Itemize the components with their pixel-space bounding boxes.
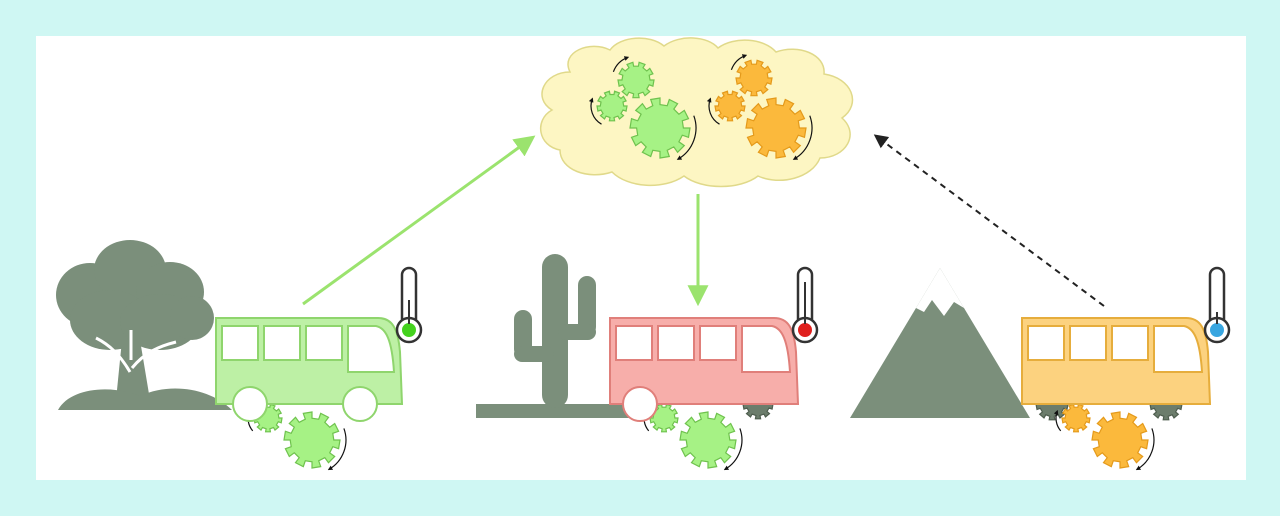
thermometer-green-icon <box>395 266 423 344</box>
bus-green <box>215 317 404 422</box>
mountain-bus-rotation-arrow-2 <box>1053 409 1062 432</box>
thermometer-red-icon <box>791 266 819 344</box>
cloud-green-rotation-arrow-3 <box>676 115 697 160</box>
desert-bus-gear-3-icon <box>679 411 737 469</box>
cactus-icon <box>476 254 646 418</box>
cloud-green-gear-2-icon <box>596 90 628 122</box>
cloud-orange-gear-2-icon <box>714 90 746 122</box>
cloud-orange-rotation-arrow-3 <box>792 115 813 160</box>
cloud-orange-gear-3-icon <box>745 97 807 159</box>
cloud-green-rotation-arrow-2 <box>588 97 602 125</box>
mountain-bus-gear-3-icon <box>1091 411 1149 469</box>
cloud-icon <box>539 37 854 188</box>
cloud-orange-rotation-arrow-1 <box>730 54 748 71</box>
bus-orange <box>1021 317 1212 405</box>
desert-bus-gear-2-icon <box>649 403 679 433</box>
tree-icon <box>56 240 232 410</box>
mountain-bus-gear-2-icon <box>1061 403 1091 433</box>
thermometer-blue-icon <box>1203 266 1231 344</box>
forest-bus-rotation-arrow-3 <box>327 428 347 471</box>
cloud-green-rotation-arrow-1 <box>612 56 630 73</box>
arrow-forest-to-cloud <box>302 135 536 306</box>
arrow-mountain-to-cloud <box>873 134 1105 307</box>
cloud-green-gear-1-icon <box>617 61 655 99</box>
forest-bus-gear-3-icon <box>283 411 341 469</box>
cloud-green-gear-3-icon <box>629 97 691 159</box>
desert-bus-rotation-arrow-3 <box>723 428 743 471</box>
mountain-icon <box>850 268 1030 418</box>
cloud-orange-rotation-arrow-2 <box>706 97 720 125</box>
bus-red <box>609 317 800 422</box>
cloud-orange-gear-1-icon <box>735 59 773 97</box>
tree-branches <box>95 330 177 373</box>
mountain-bus-rotation-arrow-3 <box>1135 428 1155 471</box>
